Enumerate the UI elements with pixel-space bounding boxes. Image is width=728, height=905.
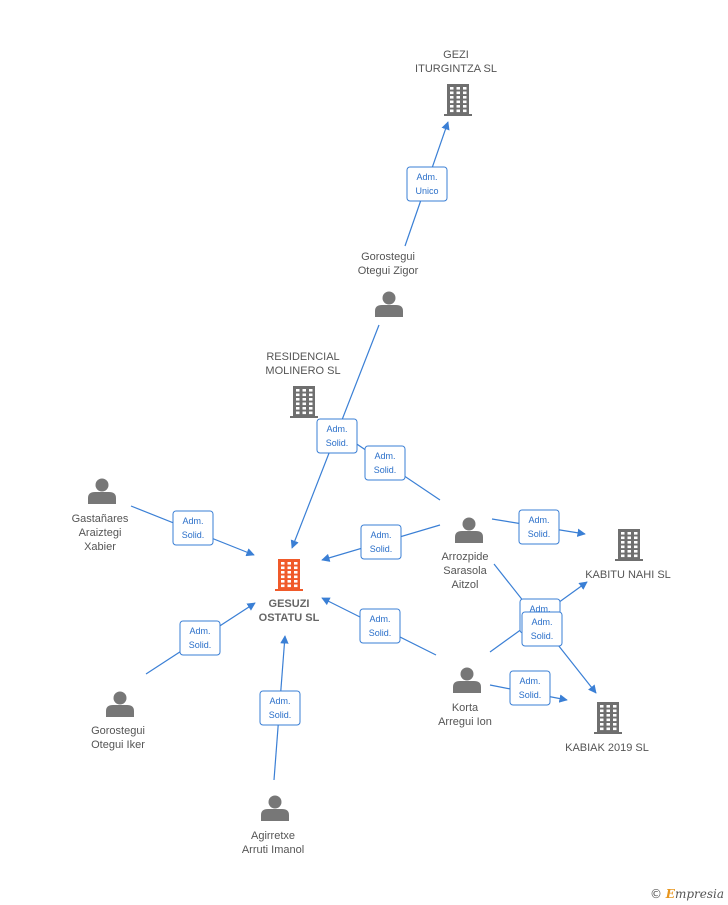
edge-label-ion-to-gesuzi[interactable]: Adm. Solid. [359, 608, 401, 644]
node-label-line: Sarasola [443, 565, 487, 577]
edge-label-ion-to-kabiak[interactable]: Adm. Solid. [509, 670, 551, 706]
node-label-line: Gorostegui [91, 725, 145, 737]
edge-label-box [518, 509, 560, 545]
edge-label-line: Adm. [416, 172, 437, 182]
person-icon [453, 667, 481, 693]
node-label-line: OSTATU SL [259, 612, 320, 624]
edge-label-box [509, 670, 551, 706]
edge-label-aitzol-to-kabitu[interactable]: Adm. Solid. [518, 509, 560, 545]
edge-label-line: Solid. [182, 530, 205, 540]
node-label-line: Gastañares [72, 513, 129, 525]
brand-name-rest: mpresia [674, 887, 724, 901]
node-label-line: GESUZI [269, 598, 310, 610]
edge-label-line: Adm. [529, 604, 550, 614]
edge-label-line: Adm. [531, 617, 552, 627]
copyright-symbol: © [649, 887, 662, 901]
edge-label-line: Adm. [374, 451, 395, 461]
node-label-line: KABIAK 2019 SL [565, 742, 649, 754]
node-label-line: Araiztegi [79, 527, 122, 539]
edge-label-zigor-to-gesuzi[interactable]: Adm. Solid. [316, 418, 358, 454]
edge-label-line: Adm. [326, 424, 347, 434]
building-icon [444, 84, 472, 116]
edge-label-line: Solid. [370, 544, 393, 554]
edge-label-ion-to-kabitu[interactable]: Adm. Solid. [521, 611, 563, 647]
node-label-line: Aitzol [452, 579, 479, 591]
node-label-line: Xabier [84, 541, 116, 553]
person-icon [106, 691, 134, 717]
building-icon [594, 702, 622, 734]
edge-label-box [359, 608, 401, 644]
edge-label-line: Adm. [189, 626, 210, 636]
building-icon [275, 559, 303, 591]
node-label-line: Arrozpide [441, 551, 488, 563]
node-label-line: Arregui Ion [438, 716, 492, 728]
node-label-line: Gorostegui [361, 251, 415, 263]
edge-label-line: Solid. [374, 465, 397, 475]
edge-label-line: Solid. [531, 631, 554, 641]
edge-label-line: Solid. [326, 438, 349, 448]
edge-label-box [406, 166, 448, 202]
edge-label-line: Adm. [519, 676, 540, 686]
edge-label-line: Solid. [189, 640, 212, 650]
node-label-line: MOLINERO SL [265, 365, 340, 377]
edge-label-zigor-to-gezi[interactable]: Adm. Unico [406, 166, 448, 202]
building-icon [615, 529, 643, 561]
edge-label-line: Adm. [528, 515, 549, 525]
edge-label-line: Adm. [370, 530, 391, 540]
node-residencial[interactable]: RESIDENCIAL MOLINERO SL [265, 351, 341, 418]
brand-watermark: © Empresia [650, 887, 724, 901]
edge-label-box [316, 418, 358, 454]
edge-label-line: Unico [415, 186, 438, 196]
building-icon [290, 386, 318, 418]
edge-label-box [259, 690, 301, 726]
edge-label-line: Adm. [182, 516, 203, 526]
edge-label-box [521, 611, 563, 647]
edge-label-line: Adm. [269, 696, 290, 706]
edge-label-line: Solid. [269, 710, 292, 720]
edge-label-line: Solid. [519, 690, 542, 700]
edge-label-aitzol-to-residencial[interactable]: Adm. Solid. [364, 445, 406, 481]
node-label-line: Otegui Zigor [358, 265, 419, 277]
node-label-line: RESIDENCIAL [266, 351, 339, 363]
node-kabitu[interactable]: KABITU NAHI SL [585, 529, 671, 581]
edge-label-aitzol-to-gesuzi[interactable]: Adm. Solid. [360, 524, 402, 560]
edge-label-iker-to-gesuzi[interactable]: Adm. Solid. [179, 620, 221, 656]
edge-label-line: Solid. [369, 628, 392, 638]
node-kabiak[interactable]: KABIAK 2019 SL [565, 702, 649, 754]
node-label-line: Korta [452, 702, 479, 714]
node-label-line: ITURGINTZA SL [415, 63, 497, 75]
node-label-line: Arruti Imanol [242, 844, 304, 856]
node-label-line: KABITU NAHI SL [585, 569, 671, 581]
person-icon [455, 517, 483, 543]
person-icon [261, 795, 289, 821]
edge-labels-layer: Adm.UnicoAdm.Solid.Adm.Solid.Adm.Solid.A… [172, 166, 563, 726]
edge-label-imanol-to-gesuzi[interactable]: Adm. Solid. [259, 690, 301, 726]
node-gezi[interactable]: GEZI ITURGINTZA SL [415, 49, 497, 116]
edge-label-box [360, 524, 402, 560]
node-label-line: Otegui Iker [91, 739, 145, 751]
edge-label-box [179, 620, 221, 656]
edge-label-box [172, 510, 214, 546]
edge-label-line: Adm. [369, 614, 390, 624]
node-gesuzi[interactable]: GESUZI OSTATU SL [259, 559, 320, 624]
edge-label-box [364, 445, 406, 481]
node-label-line: Agirretxe [251, 830, 295, 842]
edge-label-line: Solid. [528, 529, 551, 539]
person-icon [375, 291, 403, 317]
edge-label-xabier-to-gesuzi[interactable]: Adm. Solid. [172, 510, 214, 546]
node-label-line: GEZI [443, 49, 469, 61]
brand-initial: E [665, 887, 675, 901]
person-icon [88, 478, 116, 504]
